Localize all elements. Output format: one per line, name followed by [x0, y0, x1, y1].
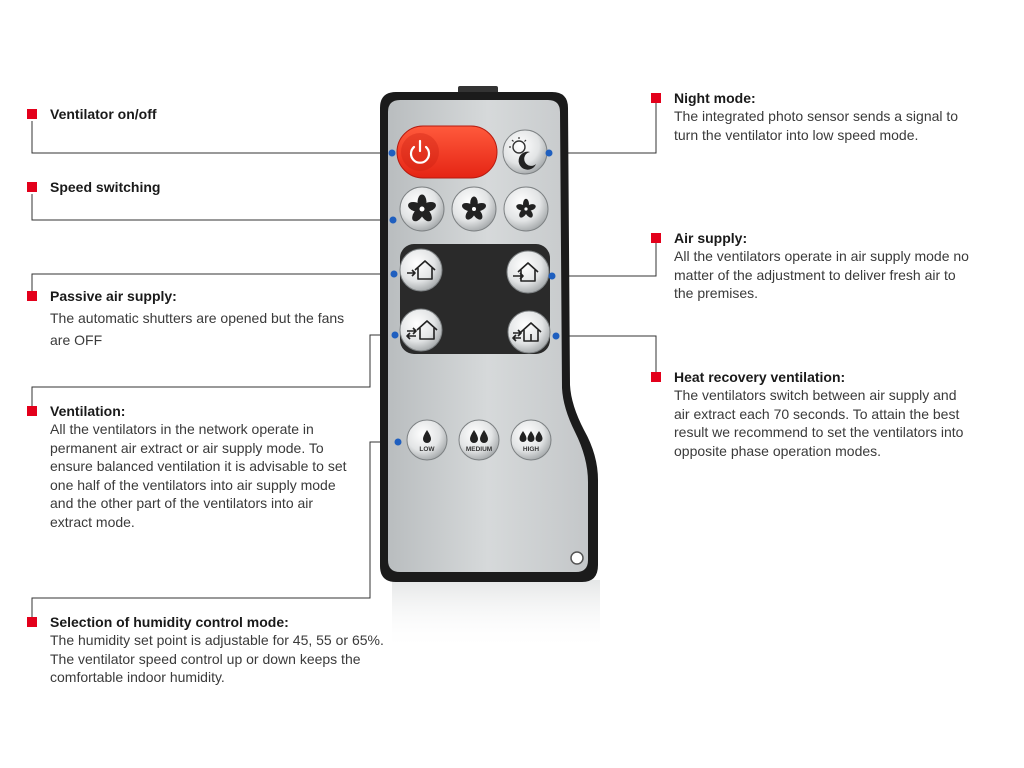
- humidity-medium-label: MEDIUM: [466, 446, 492, 453]
- remote-reflection: [392, 580, 600, 650]
- callout-air-supply: Air supply: All the ventilators operate …: [674, 229, 974, 303]
- bullet-ventilation: [27, 406, 37, 416]
- callout-body: The ventilators switch between air suppl…: [674, 387, 964, 459]
- callout-speed-switching: Speed switching: [50, 178, 350, 196]
- connector-dot: [545, 149, 553, 157]
- connector-dots: [388, 149, 560, 446]
- leader-ventilator-on-off: [31, 121, 392, 154]
- humidity-high-label: HIGH: [523, 446, 540, 453]
- night-mode-icon: [509, 137, 536, 170]
- callout-body: All the ventilators operate in air suppl…: [674, 248, 969, 301]
- callout-heat-recovery: Heat recovery ventilation: The ventilato…: [674, 368, 974, 460]
- callout-body: The automatic shutters are opened but th…: [50, 310, 345, 348]
- fan-small-icon: [516, 198, 536, 218]
- connector-dot: [394, 438, 402, 446]
- callout-title: Passive air supply:: [50, 288, 177, 304]
- humidity-low-label: LOW: [419, 446, 435, 453]
- fan-large-icon: [408, 194, 436, 222]
- connector-dot: [390, 270, 398, 278]
- leader-ventilation: [31, 334, 395, 410]
- bullet-speed-switching: [27, 182, 37, 192]
- bullet-night-mode: [651, 93, 661, 103]
- leader-air-supply: [552, 238, 657, 277]
- house-air-supply-icon: [513, 262, 539, 282]
- callout-title: Ventilation:: [50, 403, 126, 419]
- air-supply-button[interactable]: [506, 250, 550, 294]
- power-button[interactable]: [396, 125, 498, 179]
- connector-dot: [391, 331, 399, 339]
- keyring-hole: [570, 551, 584, 565]
- callout-humidity-control: Selection of humidity control mode: The …: [50, 613, 385, 687]
- humidity-medium-button[interactable]: [458, 419, 500, 461]
- callout-passive-air-supply: Passive air supply: The automatic shutte…: [50, 287, 350, 351]
- droplets-two-icon: [470, 430, 488, 443]
- callout-body: All the ventilators in the network opera…: [50, 421, 347, 530]
- fan-medium-icon: [462, 196, 486, 220]
- leader-night-mode: [549, 98, 657, 154]
- callout-title: Ventilator on/off: [50, 106, 157, 122]
- bullet-passive-air-supply: [27, 291, 37, 301]
- power-icon: [409, 139, 431, 164]
- callout-title: Air supply:: [674, 230, 748, 246]
- droplet-icon: [423, 430, 431, 443]
- bullet-air-supply: [651, 233, 661, 243]
- callout-body: The humidity set point is adjustable for…: [50, 632, 384, 685]
- leader-speed-switching: [31, 194, 393, 221]
- callout-night-mode: Night mode: The integrated photo sensor …: [674, 89, 959, 144]
- callout-title: Selection of humidity control mode:: [50, 614, 289, 630]
- leader-passive-air-supply: [31, 273, 394, 296]
- callout-title: Speed switching: [50, 179, 161, 195]
- droplets-three-icon: [519, 431, 543, 443]
- connector-dot: [548, 272, 556, 280]
- bullet-heat-recovery: [651, 372, 661, 382]
- passive-air-supply-button[interactable]: [399, 248, 443, 292]
- connector-dot: [388, 149, 396, 157]
- callout-ventilator-on-off: Ventilator on/off: [50, 105, 350, 123]
- leader-humidity: [31, 441, 398, 622]
- connector-dot: [552, 332, 560, 340]
- house-heat-recovery-icon: [512, 322, 542, 342]
- leader-heat-recovery: [556, 335, 657, 378]
- connector-dot: [389, 216, 397, 224]
- heat-recovery-button[interactable]: [507, 310, 551, 354]
- bullet-humidity-control: [27, 617, 37, 627]
- callout-body: The integrated photo sensor sends a sign…: [674, 108, 959, 143]
- ventilation-button[interactable]: [399, 308, 443, 352]
- house-ventilation-icon: [406, 320, 438, 340]
- house-passive-icon: [407, 260, 436, 280]
- callout-title: Night mode:: [674, 90, 756, 106]
- callout-ventilation: Ventilation: All the ventilators in the …: [50, 402, 350, 531]
- callout-title: Heat recovery ventilation:: [674, 369, 846, 385]
- bullet-ventilator-on-off: [27, 109, 37, 119]
